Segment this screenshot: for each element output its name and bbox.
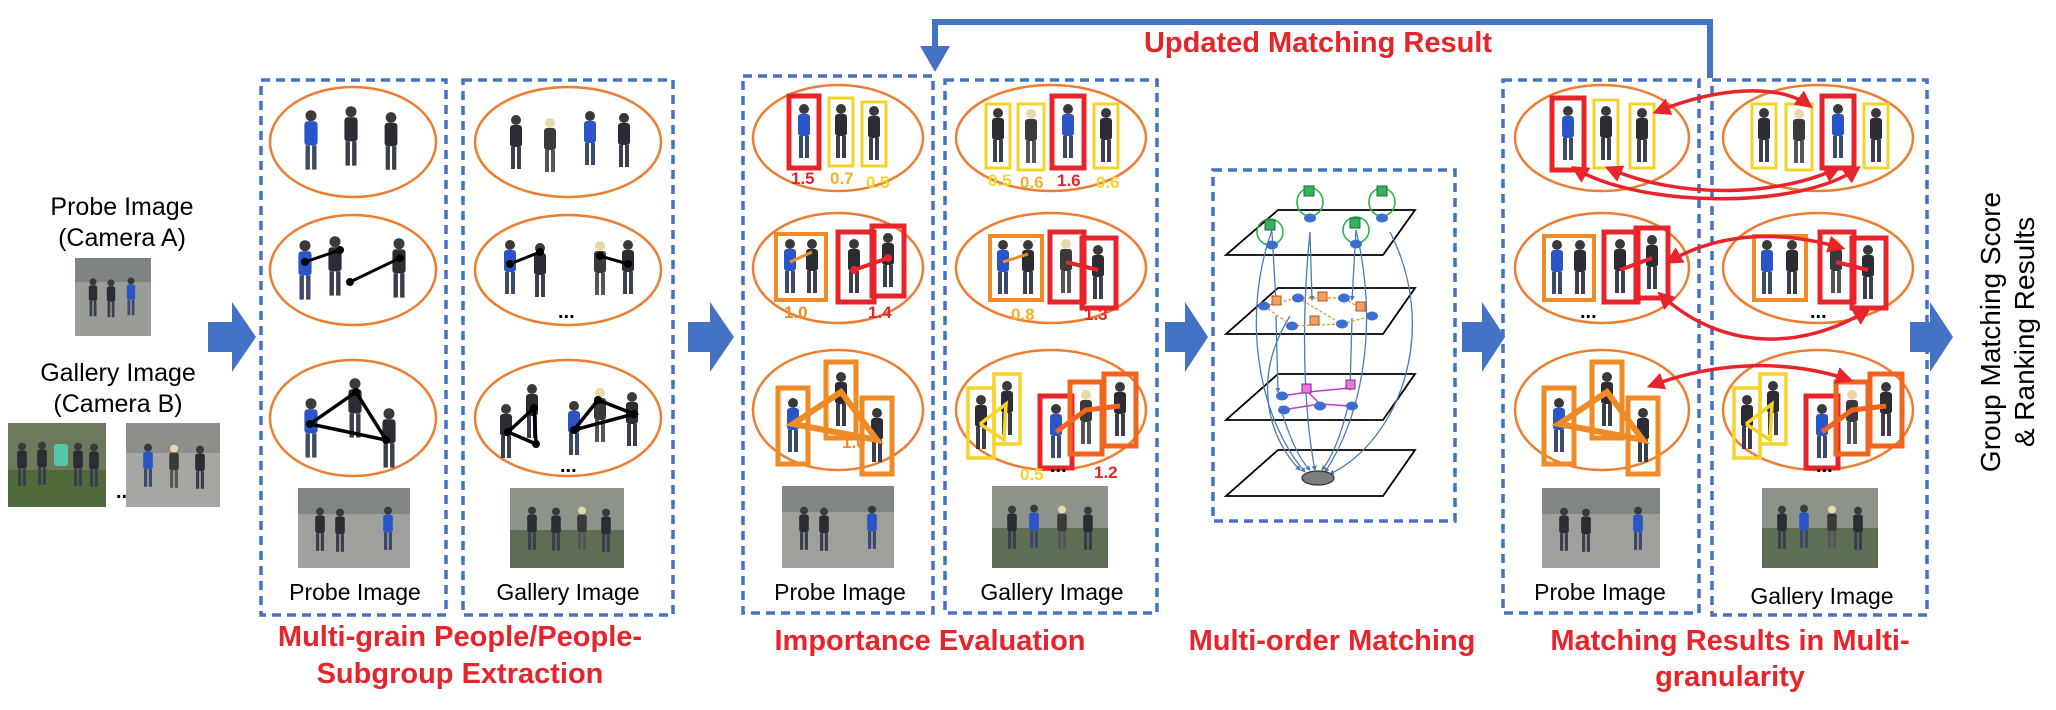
importance-title: Importance Evaluation bbox=[774, 625, 1085, 657]
flow-arrow-2 bbox=[688, 302, 734, 372]
importance-probe-score-6: 1.0 bbox=[842, 433, 866, 452]
importance-probe-ellipse-pairs bbox=[751, 211, 925, 325]
extraction-gallery-box bbox=[461, 78, 675, 617]
matching-plane-2-nodes bbox=[1258, 291, 1378, 331]
importance-probe-box bbox=[741, 74, 935, 615]
probe-input-photo bbox=[75, 258, 151, 336]
extraction-title-line2: Subgroup Extraction bbox=[317, 658, 604, 690]
flow-arrows bbox=[208, 302, 1953, 372]
importance-probe-ellipse-people bbox=[751, 83, 925, 193]
results-gallery-ellipse-people bbox=[1721, 83, 1915, 193]
extraction-gallery-ellipse-group bbox=[473, 358, 663, 478]
gallery-image-label: Gallery Image bbox=[40, 359, 196, 387]
camera-a-label: (Camera A) bbox=[58, 224, 186, 252]
results-gallery-ellipsis-1: ... bbox=[1810, 301, 1827, 323]
gallery-input-photo-2 bbox=[126, 423, 220, 507]
extraction-gallery-ellipsis-1: ... bbox=[558, 301, 575, 323]
importance-gallery-ellipse-pairs bbox=[954, 211, 1148, 325]
importance-gallery-ellipse-people bbox=[954, 83, 1148, 193]
extraction-probe-ellipse-group bbox=[268, 358, 438, 478]
importance-gallery-ellipsis: ... bbox=[1050, 455, 1067, 477]
results-match-arrows bbox=[1571, 89, 1871, 390]
results-gallery-box bbox=[1710, 78, 1929, 617]
results-title-line2: granularity bbox=[1655, 661, 1805, 693]
results-probe-ellipsis: ... bbox=[1580, 301, 1597, 323]
matching-title: Multi-order Matching bbox=[1189, 625, 1476, 657]
importance-probe-score-4: 1.0 bbox=[784, 303, 808, 322]
flow-arrow-1 bbox=[208, 302, 256, 372]
importance-gallery-box bbox=[943, 78, 1159, 615]
gallery-input-photo-1 bbox=[8, 423, 106, 507]
results-gallery-caption: Gallery Image bbox=[1750, 583, 1893, 609]
extraction-probe-ellipse-pairs bbox=[268, 213, 438, 327]
stage-extraction: Probe Image ... ... bbox=[259, 78, 675, 690]
extraction-probe-ellipse-people bbox=[268, 85, 438, 199]
extraction-gallery-ellipsis-2: ... bbox=[560, 455, 577, 477]
results-gallery-ellipsis-2: ... bbox=[1816, 455, 1833, 477]
importance-probe-score-1: 1.5 bbox=[791, 169, 815, 188]
flow-arrow-4 bbox=[1462, 302, 1505, 372]
stage-matching: Multi-order Matching bbox=[1189, 168, 1476, 657]
matching-plane-1-nodes bbox=[1256, 185, 1396, 250]
extraction-gallery-caption: Gallery Image bbox=[496, 579, 639, 605]
results-gallery-photo bbox=[1762, 488, 1878, 568]
stage-results: ... Probe Image bbox=[1501, 78, 1929, 693]
output-label: Group Matching Score & Ranking Results bbox=[1975, 192, 2040, 472]
results-probe-photo bbox=[1542, 488, 1660, 568]
results-probe-ellipse-pairs bbox=[1513, 211, 1691, 325]
flow-arrow-5 bbox=[1910, 302, 1953, 372]
extraction-probe-caption: Probe Image bbox=[289, 579, 421, 605]
results-probe-ellipse-people bbox=[1513, 83, 1691, 193]
extraction-probe-photo bbox=[298, 488, 410, 568]
feedback-label: Updated Matching Result bbox=[1144, 27, 1492, 59]
importance-probe-caption: Probe Image bbox=[774, 579, 906, 605]
matching-box bbox=[1211, 168, 1457, 523]
results-probe-ellipse-group bbox=[1513, 348, 1691, 472]
results-probe-box bbox=[1501, 78, 1701, 615]
importance-probe-score-5: 1.4 bbox=[868, 303, 892, 322]
feedback-arrow-line bbox=[932, 19, 1713, 78]
input-column: Probe Image (Camera A) Gallery Image (Ca… bbox=[8, 193, 220, 507]
importance-probe-score-2: 0.7 bbox=[830, 169, 854, 188]
matching-plane-3-nodes bbox=[1276, 379, 1358, 415]
results-probe-caption: Probe Image bbox=[1534, 579, 1666, 605]
importance-gallery-score-5: 0.8 bbox=[1011, 305, 1035, 324]
feedback-loop: Updated Matching Result bbox=[920, 19, 1713, 78]
output-line2: & Ranking Results bbox=[2009, 217, 2040, 447]
extraction-gallery-ellipse-pairs bbox=[473, 213, 663, 327]
results-title-line1: Matching Results in Multi- bbox=[1550, 625, 1909, 657]
importance-probe-ellipse-group bbox=[751, 348, 925, 472]
importance-gallery-score-3: 1.6 bbox=[1057, 171, 1081, 190]
importance-gallery-score-8: 1.2 bbox=[1094, 463, 1118, 482]
importance-gallery-score-1: 0.5 bbox=[988, 171, 1012, 190]
feedback-arrow-head bbox=[920, 46, 950, 72]
importance-probe-photo bbox=[782, 486, 894, 568]
output-line1: Group Matching Score bbox=[1975, 192, 2006, 472]
importance-gallery-caption: Gallery Image bbox=[980, 579, 1123, 605]
matching-connections bbox=[1255, 229, 1413, 475]
extraction-probe-box bbox=[259, 78, 448, 617]
matching-plane-3 bbox=[1223, 373, 1417, 421]
importance-gallery-photo bbox=[992, 486, 1108, 568]
extraction-title-line1: Multi-grain People/People- bbox=[278, 621, 642, 653]
camera-b-label: (Camera B) bbox=[53, 390, 182, 418]
importance-gallery-score-4: 0.6 bbox=[1096, 173, 1120, 192]
importance-gallery-score-6: 1.3 bbox=[1084, 305, 1108, 324]
importance-gallery-score-2: 0.6 bbox=[1020, 173, 1044, 192]
probe-image-label: Probe Image bbox=[50, 193, 193, 221]
stage-importance: 1.5 0.7 0.5 1.0 1.4 1.0 bbox=[741, 74, 1159, 657]
importance-gallery-score-7: 0.5 bbox=[1020, 465, 1044, 484]
importance-probe-score-3: 0.5 bbox=[866, 173, 890, 192]
extraction-gallery-ellipse-people bbox=[473, 85, 663, 199]
matching-sink-node bbox=[1301, 470, 1335, 486]
extraction-gallery-photo bbox=[510, 488, 624, 568]
flow-arrow-3 bbox=[1165, 302, 1208, 372]
